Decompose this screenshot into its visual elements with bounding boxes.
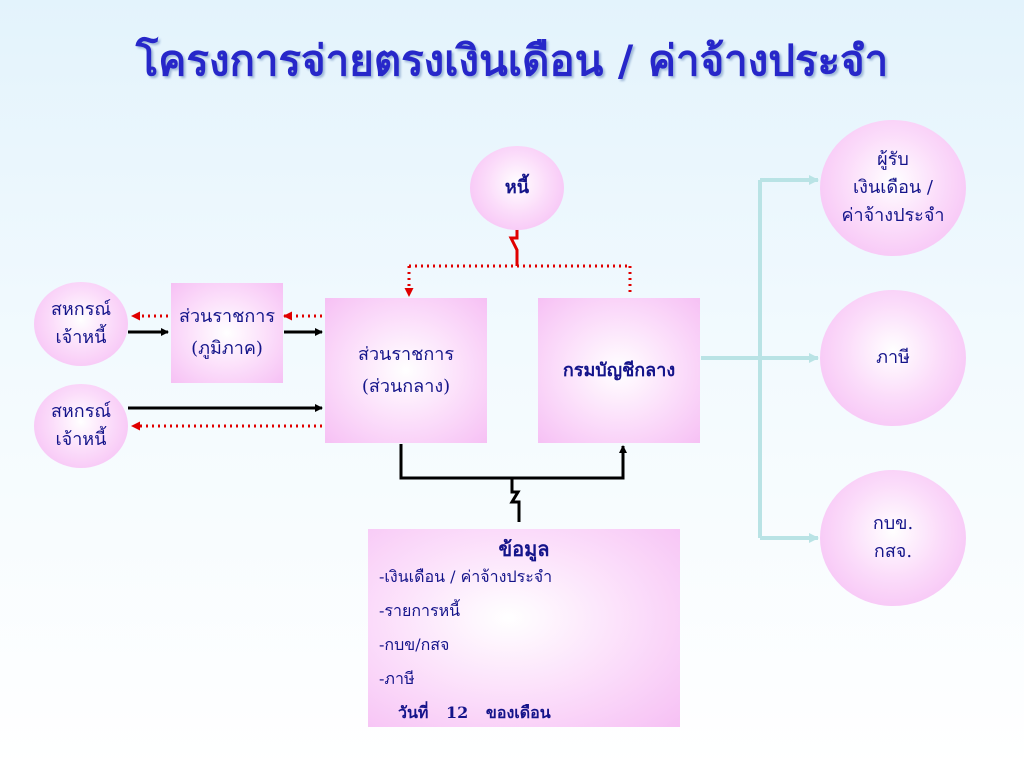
recipient-node: ผู้รับ เงินเดือน / ค่าจ้างประจำ (820, 120, 966, 256)
regional-agency-line1: ส่วนราชการ (178, 306, 276, 327)
info-date-day-label: วันที่ (398, 703, 429, 722)
info-date-line: วันที่ 12 ของเดือน (398, 701, 563, 726)
data-info-box: ข้อมูล -เงินเดือน / ค่าจ้างประจำ -รายการ… (368, 529, 680, 727)
central-agency-line1: ส่วนราชการ (357, 343, 455, 365)
central-agency-line2: (ส่วนกลาง) (361, 375, 451, 397)
regional-agency-line2: (ภูมิภาค) (191, 338, 263, 359)
coop-2-line2: เจ้าหนี้ (55, 429, 107, 450)
funds-line1: กบข. (872, 513, 914, 534)
debt-lightning-connector (508, 228, 519, 266)
slide-title: โครงการจ่ายตรงเงินเดือน / ค่าจ้างประจำ (135, 36, 889, 85)
coop-1-line2: เจ้าหนี้ (55, 327, 107, 348)
info-item-salary: -เงินเดือน / ค่าจ้างประจำ (379, 567, 553, 586)
recipient-line3: ค่าจ้างประจำ (841, 205, 945, 226)
recipient-line1: ผู้รับ (877, 149, 909, 170)
coop-1-line1: สหกรณ์ (50, 299, 112, 320)
funds-node: กบข. กสจ. (820, 470, 966, 606)
info-item-tax: -ภาษี (379, 669, 415, 688)
central-agency-node: ส่วนราชการ (ส่วนกลาง) (325, 298, 487, 443)
tax-label: ภาษี (876, 347, 910, 368)
info-item-funds: -กบข/กสจ (379, 635, 450, 654)
debt-node: หนี้ (470, 146, 564, 230)
comptroller-general-label: กรมบัญชีกลาง (562, 359, 676, 381)
central-to-comptroller-bracket (399, 444, 627, 480)
comptroller-general-node: กรมบัญชีกลาง (538, 298, 700, 443)
info-item-debt-list: -รายการหนี้ (379, 601, 461, 620)
info-lightning-connector (509, 478, 521, 522)
tax-node: ภาษี (820, 290, 966, 426)
creditor-coop-node-2: สหกรณ์ เจ้าหนี้ (34, 384, 128, 468)
info-box-title: ข้อมูล (498, 537, 550, 561)
info-date-day: 12 (446, 703, 469, 722)
creditor-coop-node-1: สหกรณ์ เจ้าหนี้ (34, 282, 128, 366)
regional-agency-node: ส่วนราชการ (ภูมิภาค) (171, 283, 283, 383)
debt-label: หนี้ (504, 177, 530, 198)
funds-line2: กสจ. (873, 541, 913, 562)
coop-2-line1: สหกรณ์ (50, 401, 112, 422)
recipient-line2: เงินเดือน / (853, 177, 933, 198)
info-date-month-label: ของเดือน (485, 703, 551, 722)
